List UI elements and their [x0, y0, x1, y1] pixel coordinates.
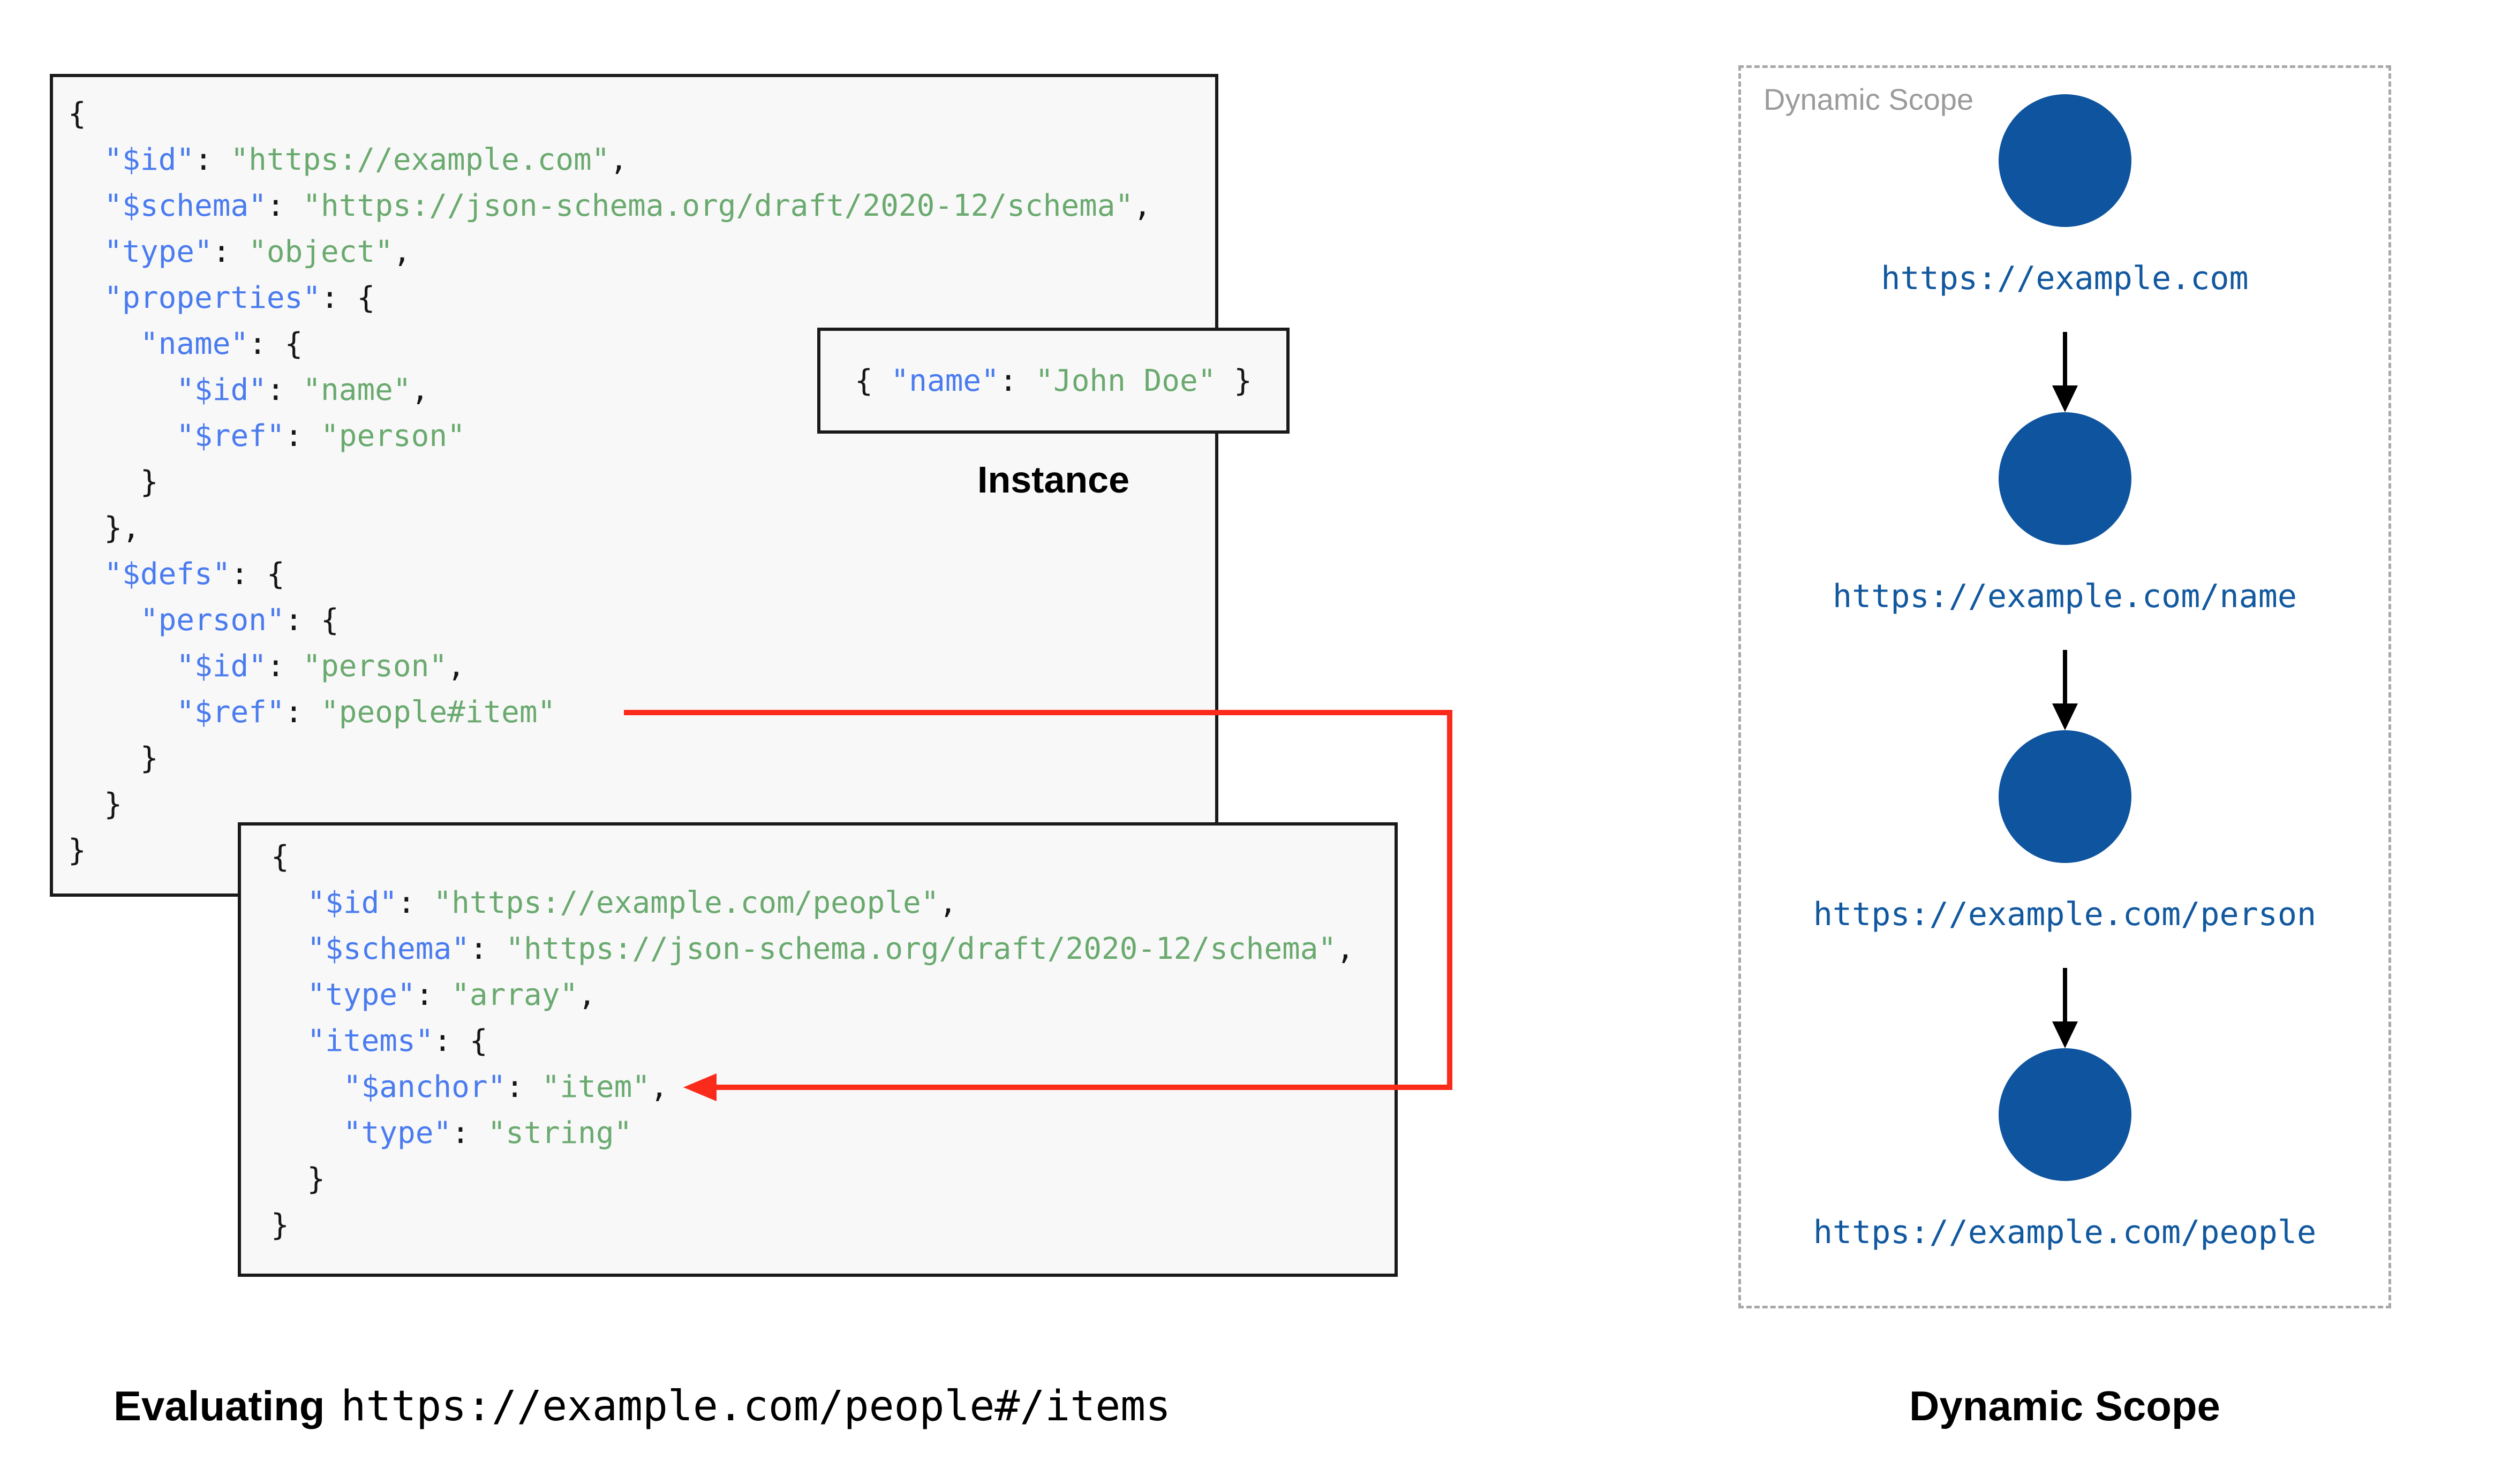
scope-node-stack: https://example.com https://example.com/n… — [1741, 94, 2388, 1254]
scope-node-circle — [1998, 1048, 2131, 1181]
down-arrow-icon — [2052, 332, 2078, 412]
scope-node-label: https://example.com/name — [1833, 578, 2297, 615]
evaluating-caption: Evaluating https://example.com/people#/i… — [114, 1382, 1171, 1430]
evaluating-uri: https://example.com/people#/items — [341, 1382, 1171, 1430]
scope-node-label: https://example.com/person — [1813, 896, 2317, 933]
dynamic-scope-caption: Dynamic Scope — [1909, 1382, 2220, 1429]
people-schema-code: { "$id": "https://example.com/people", "… — [271, 839, 1354, 1243]
down-arrow-icon — [2052, 968, 2078, 1048]
scope-node-circle — [1998, 730, 2131, 863]
ref-arrow-head-icon — [683, 1073, 717, 1101]
main-schema-code: { "$id": "https://example.com", "$schema… — [68, 96, 1151, 868]
dynamic-scope-box-title: Dynamic Scope — [1764, 82, 1974, 116]
down-arrow-icon — [2052, 650, 2078, 730]
scope-node-label: https://example.com/people — [1813, 1214, 2317, 1251]
down-arrow-head — [2052, 1021, 2078, 1048]
instance-code: { "name": "John Doe" } — [855, 363, 1252, 398]
ref-arrow-segment-bottom — [715, 1085, 1452, 1090]
evaluating-prefix: Evaluating — [114, 1382, 325, 1429]
scope-node-circle — [1998, 412, 2131, 545]
down-arrow-stem — [2062, 968, 2067, 1021]
ref-arrow-segment-right — [1447, 710, 1452, 1090]
people-schema-panel: { "$id": "https://example.com/people", "… — [238, 822, 1398, 1277]
ref-arrow-segment-top — [624, 710, 1452, 715]
down-arrow-head — [2052, 385, 2078, 412]
scope-node-circle — [1998, 94, 2131, 227]
instance-label: Instance — [977, 459, 1129, 501]
down-arrow-stem — [2062, 650, 2067, 703]
main-schema-panel: { "$id": "https://example.com", "$schema… — [50, 74, 1218, 897]
down-arrow-head — [2052, 703, 2078, 730]
instance-box: { "name": "John Doe" } — [817, 328, 1290, 434]
down-arrow-stem — [2062, 332, 2067, 385]
scope-node-label: https://example.com — [1881, 260, 2249, 297]
